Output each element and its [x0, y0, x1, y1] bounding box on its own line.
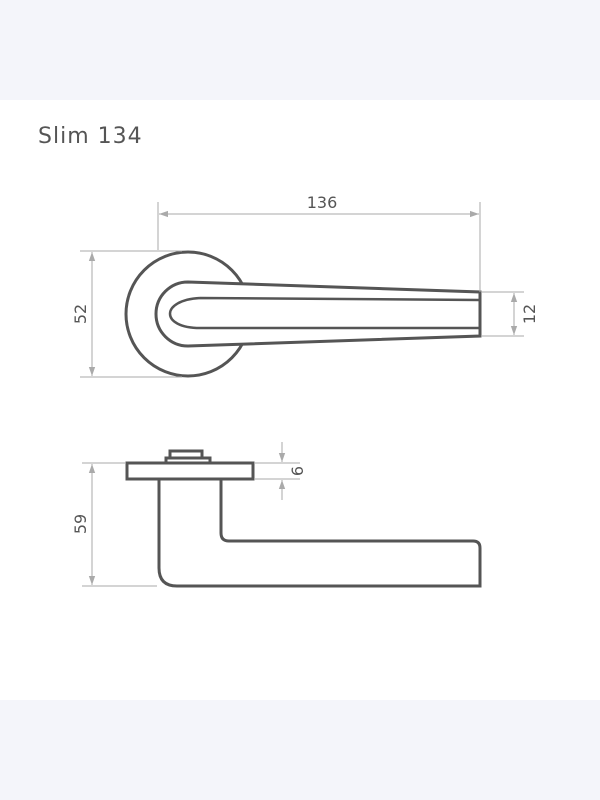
top-view: [124, 250, 482, 378]
dimension-lever-height-label: 12: [520, 304, 539, 324]
lever-inner-groove: [168, 296, 481, 330]
dimension-length-label: 136: [307, 193, 338, 212]
product-title: Slim 134: [38, 124, 143, 149]
dimension-rosette-thickness: 6: [255, 442, 307, 500]
rosette-plate: [125, 461, 255, 481]
drawing-sheet: [0, 100, 600, 700]
dimension-projection-label: 59: [71, 514, 90, 534]
bottom-band: [0, 700, 600, 800]
dimension-rosette-diameter-label: 52: [71, 304, 90, 324]
dimension-rosette-diameter: 52: [71, 250, 182, 378]
lever-side-outline: [157, 479, 482, 588]
dimension-projection: 59: [71, 462, 157, 587]
dimension-lever-height: 12: [482, 291, 539, 337]
top-band: [0, 0, 600, 100]
side-view: [125, 449, 482, 588]
lever-top-outline: [154, 280, 482, 348]
dimension-length: 136: [157, 193, 481, 292]
dimension-rosette-thickness-label: 6: [288, 466, 307, 476]
